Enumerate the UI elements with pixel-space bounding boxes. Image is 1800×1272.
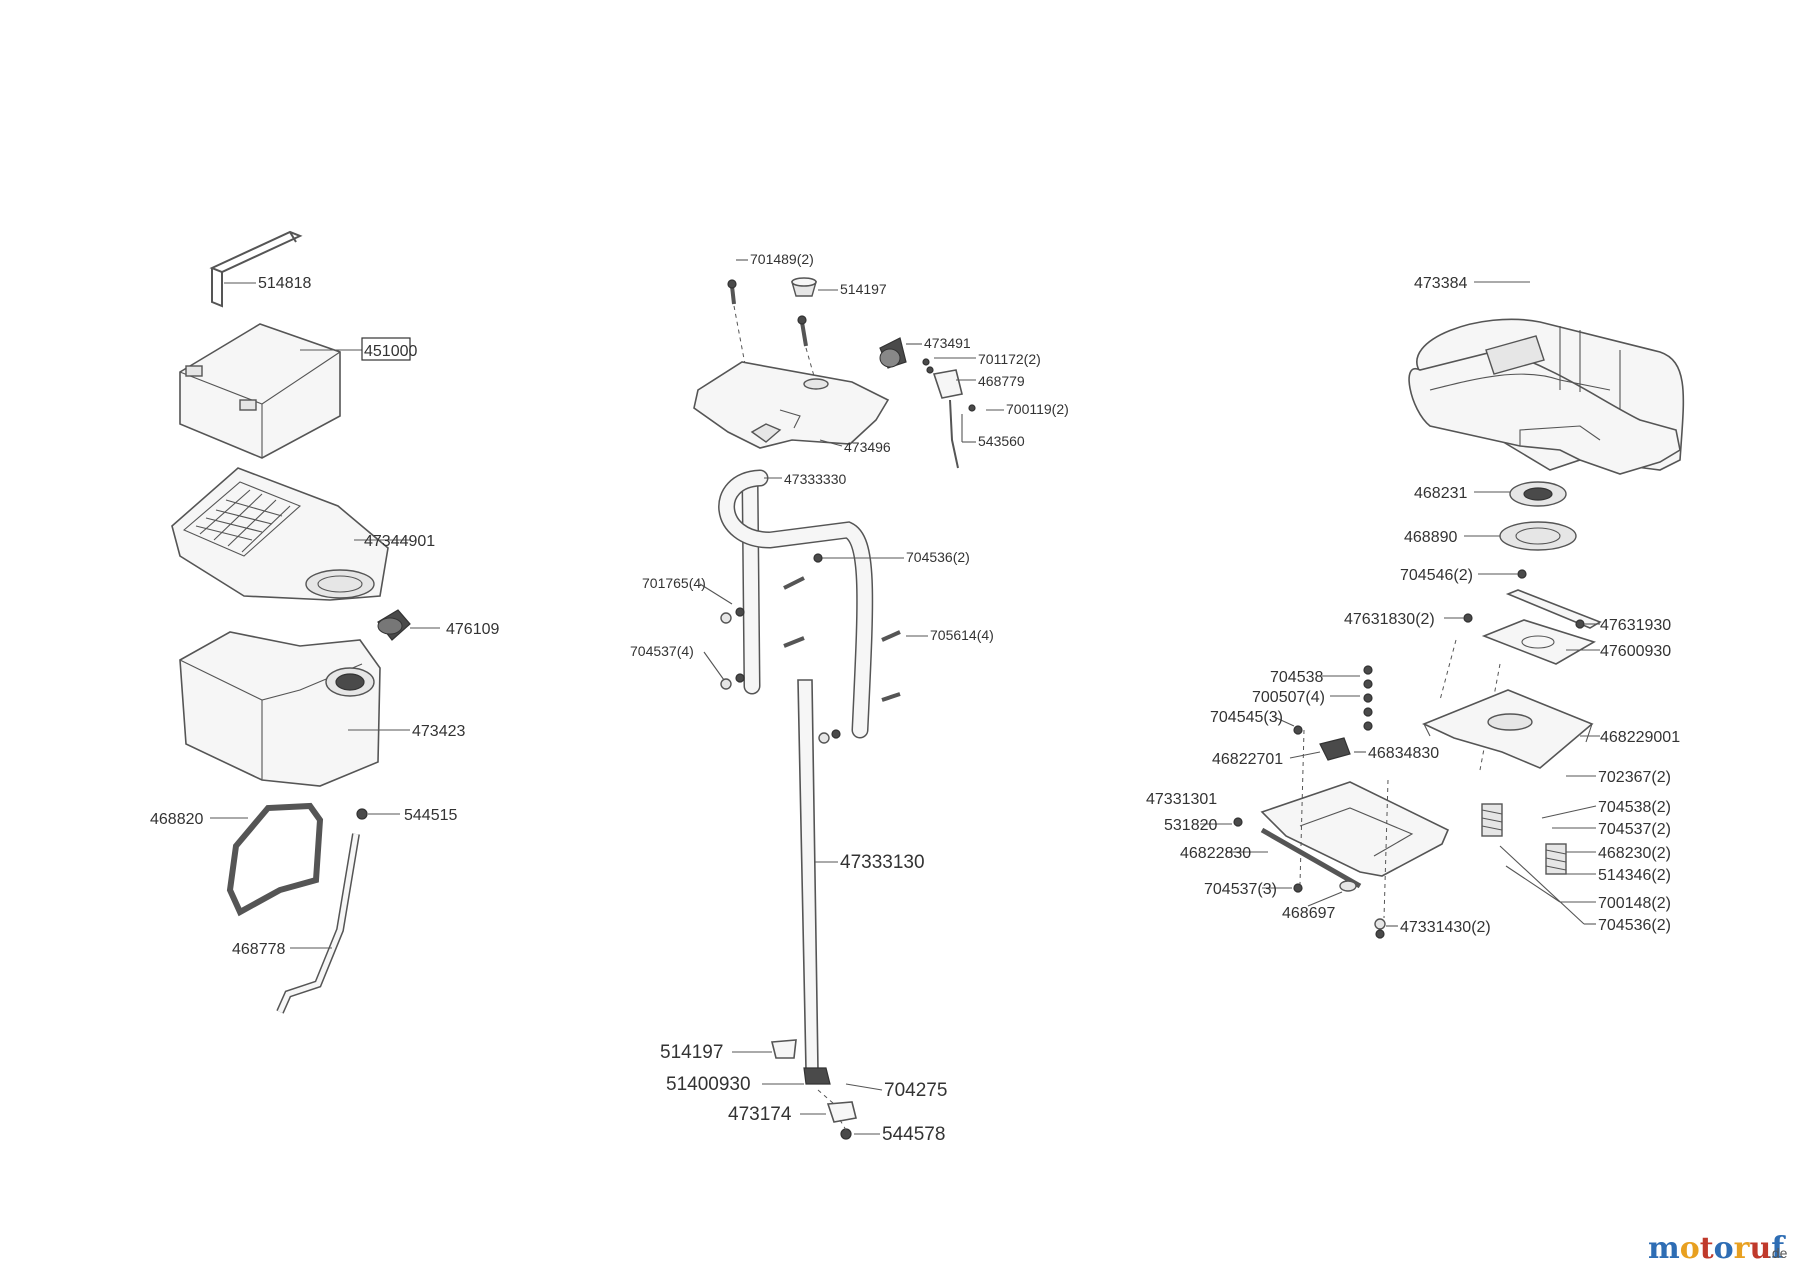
part-seat — [1408, 281, 1685, 475]
label-704545: 704545(3) — [1210, 709, 1283, 726]
label-47631830: 47631830(2) — [1344, 611, 1435, 628]
label-700119: 700119(2) — [1006, 401, 1069, 417]
label-46822830: 46822830 — [1180, 845, 1251, 862]
label-468890: 468890 — [1404, 529, 1457, 546]
label-468231: 468231 — [1414, 485, 1467, 502]
label-701172: 701172(2) — [978, 351, 1041, 367]
label-473491: 473491 — [924, 335, 971, 351]
part-fuel-tank — [179, 631, 410, 787]
logo-letter: u — [1749, 1231, 1771, 1266]
part-battery-strap — [209, 230, 303, 308]
part-throttle-knob — [879, 337, 1004, 469]
part-battery-tray — [171, 467, 410, 601]
part-fuel-hose — [276, 808, 400, 1014]
label-47333330: 47333330 — [784, 471, 847, 487]
label-46834830: 46834830 — [1368, 745, 1439, 762]
label-704537-c: 704537(3) — [1204, 881, 1277, 898]
label-473423: 473423 — [412, 723, 465, 740]
part-tank-cap — [377, 609, 440, 641]
label-704538-a: 704538 — [1270, 669, 1323, 686]
part-seat-bracket — [1439, 569, 1602, 771]
part-battery — [179, 323, 411, 459]
part-handle-frame — [718, 469, 904, 739]
label-700507: 700507(4) — [1252, 689, 1325, 706]
logo-letter: f — [1771, 1231, 1786, 1266]
label-704537: 704537(4) — [630, 643, 694, 659]
label-47631930: 47631930 — [1600, 617, 1671, 634]
label-514197-a: 514197 — [840, 281, 887, 297]
label-514197-b: 514197 — [660, 1042, 723, 1063]
label-543560: 543560 — [978, 433, 1025, 449]
label-704546: 704546(2) — [1400, 567, 1473, 584]
label-473384: 473384 — [1414, 275, 1467, 292]
label-47333130: 47333130 — [840, 852, 925, 873]
logo-wordmark: motoruf — [1648, 1231, 1786, 1266]
logo-letter: m — [1648, 1231, 1680, 1266]
brand-logo[interactable]: motoruf .de — [1648, 1231, 1788, 1266]
label-514346: 514346(2) — [1598, 867, 1671, 884]
part-top-screws — [727, 259, 838, 391]
part-seat-base — [1200, 729, 1596, 939]
label-468697: 468697 — [1282, 905, 1335, 922]
label-702367: 702367(2) — [1598, 769, 1671, 786]
label-473174: 473174 — [728, 1104, 792, 1125]
label-47331430: 47331430(2) — [1400, 919, 1491, 936]
logo-letter: o — [1714, 1231, 1734, 1266]
label-47344901: 47344901 — [364, 533, 435, 550]
part-console-plate — [693, 361, 890, 449]
label-51400930: 51400930 — [666, 1074, 751, 1095]
label-47600930: 47600930 — [1600, 643, 1671, 660]
label-704538-b: 704538(2) — [1598, 799, 1671, 816]
logo-letter: o — [1680, 1231, 1700, 1266]
label-705614: 705614(4) — [930, 627, 994, 643]
label-468229001: 468229001 — [1600, 729, 1680, 746]
label-704536: 704536(2) — [906, 549, 970, 565]
label-473496: 473496 — [844, 439, 891, 455]
label-531820: 531820 — [1164, 817, 1217, 834]
label-701765: 701765(4) — [642, 575, 706, 591]
label-468779: 468779 — [978, 373, 1025, 389]
label-468230: 468230(2) — [1598, 845, 1671, 862]
label-514818: 514818 — [258, 275, 311, 292]
label-701489: 701489(2) — [750, 251, 814, 267]
label-468820: 468820 — [150, 811, 203, 828]
label-704537-b: 704537(2) — [1598, 821, 1671, 838]
label-476109: 476109 — [446, 621, 499, 638]
part-frame-bolts — [699, 576, 928, 744]
label-544515: 544515 — [404, 807, 457, 824]
label-704275: 704275 — [884, 1080, 947, 1101]
label-451000: 451000 — [364, 343, 417, 360]
label-46822701: 46822701 — [1212, 751, 1283, 768]
part-seat-pads — [1464, 481, 1577, 551]
part-springs — [1271, 665, 1597, 875]
part-steering-tube — [732, 679, 883, 1140]
label-47331301: 47331301 — [1146, 791, 1217, 808]
part-tank-seal — [210, 802, 324, 917]
logo-letter: t — [1700, 1231, 1714, 1266]
label-700148: 700148(2) — [1598, 895, 1671, 912]
logo-letter: r — [1734, 1231, 1751, 1266]
label-704536-b: 704536(2) — [1598, 917, 1671, 934]
label-468778: 468778 — [232, 941, 285, 958]
label-544578: 544578 — [882, 1124, 945, 1145]
logo-tld: .de — [1768, 1245, 1788, 1261]
part-seat-rail-plate — [1421, 689, 1600, 769]
